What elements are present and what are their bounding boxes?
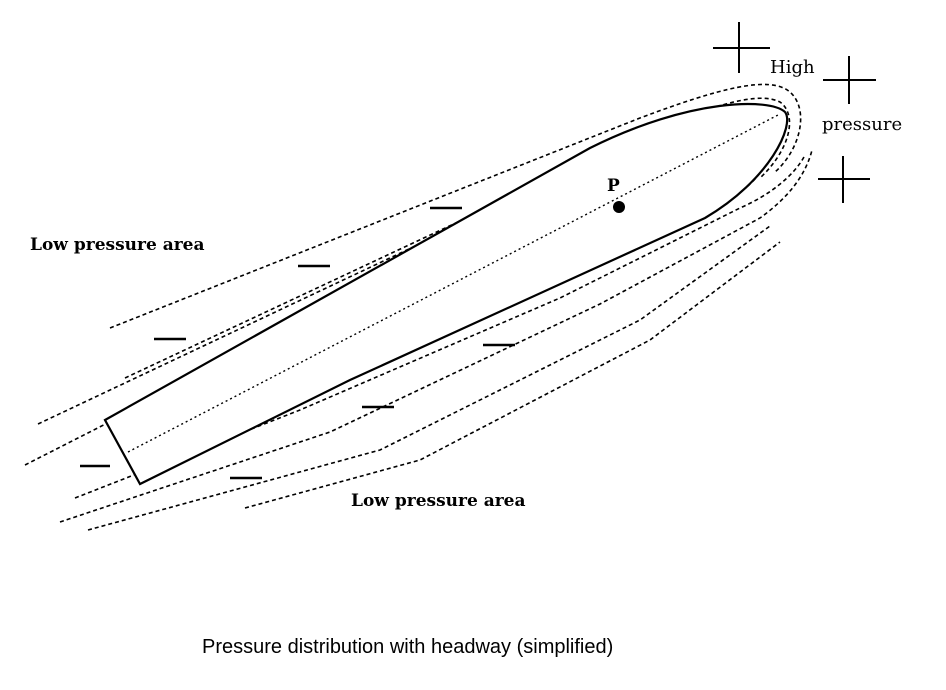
flow-line [74,154,806,499]
flow-line [124,97,791,379]
low-pressure-label-left: Low pressure area [30,235,205,255]
plus-icon [713,22,770,73]
flow-line [59,149,813,523]
figure-caption: Pressure distribution with headway (simp… [202,636,614,658]
plus-icon [818,156,870,203]
flow-lines-upper [24,83,802,466]
pressure-label: pressure [822,114,902,135]
plus-icon [823,56,876,104]
flow-lines-lower [59,149,813,531]
high-label: High [770,57,815,78]
pivot-point-p [613,201,625,213]
high-pressure-plus-signs [713,22,876,203]
low-pressure-minus-signs [80,206,515,480]
flow-line [109,83,802,329]
point-p-label: P [607,176,620,196]
flow-line [87,225,771,531]
low-pressure-label-bottom: Low pressure area [351,491,526,511]
ship-centerline [127,114,779,453]
flow-line [244,241,781,509]
ship-hull [103,102,789,486]
